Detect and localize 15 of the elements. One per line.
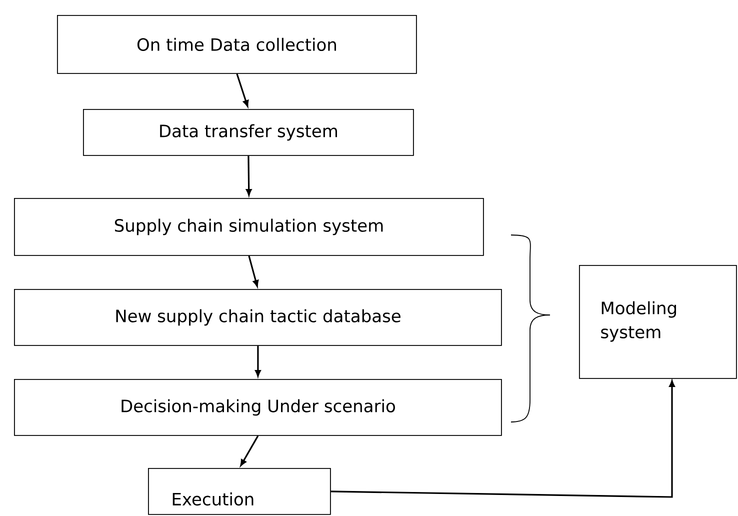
process-box: New supply chain tactic database <box>14 289 502 346</box>
process-box <box>148 468 331 515</box>
arrow <box>240 436 259 466</box>
arrow <box>330 380 675 498</box>
process-box: On time Data collection <box>57 15 417 74</box>
process-box: Decision-making Under scenario <box>14 379 502 436</box>
node-label: Modeling system <box>601 301 676 342</box>
arrow <box>248 256 259 287</box>
arrow <box>246 156 252 196</box>
arrow <box>255 346 261 377</box>
process-box: Supply chain simulation system <box>14 198 484 256</box>
node-label: Execution <box>172 492 254 506</box>
arrow <box>236 74 249 107</box>
process-box: Data transfer system <box>83 109 414 156</box>
process-box <box>579 265 737 379</box>
